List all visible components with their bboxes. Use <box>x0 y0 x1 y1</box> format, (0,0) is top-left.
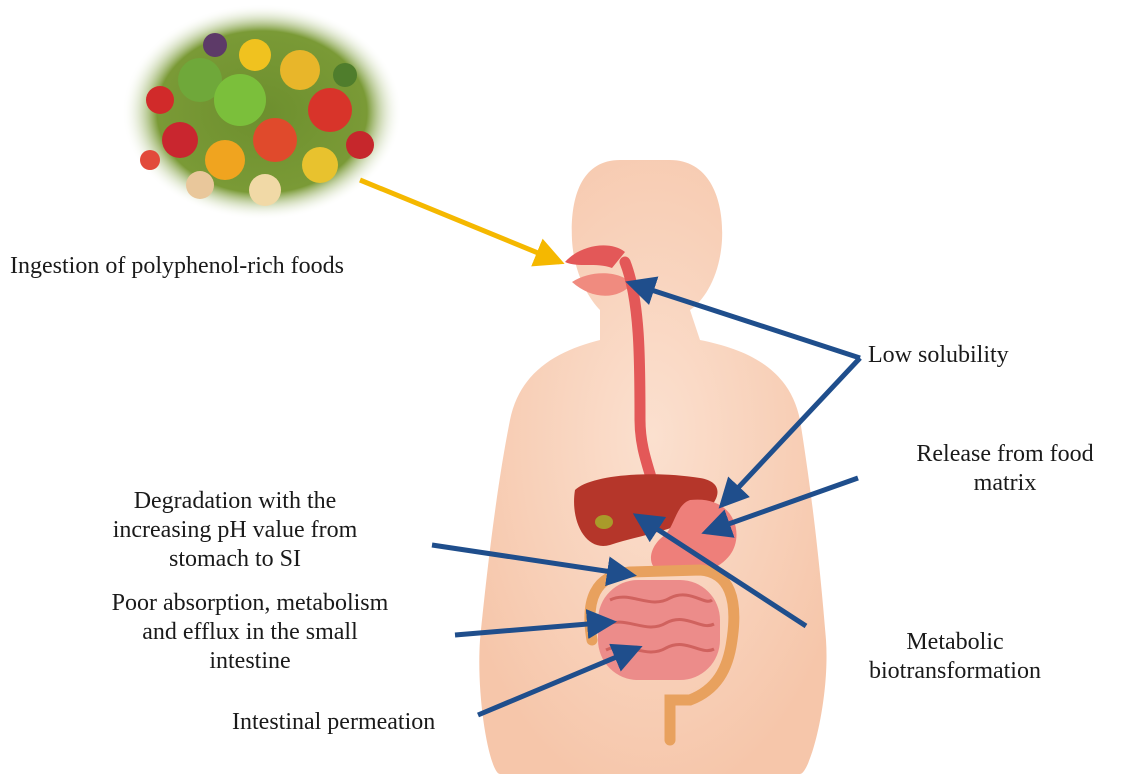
label-degradation-line2: increasing pH value from <box>85 516 385 545</box>
vegetables-and-fruits-icon <box>122 4 402 220</box>
label-low-solubility: Low solubility <box>868 341 1009 370</box>
ingestion-arrow <box>360 180 560 262</box>
small-intestine <box>598 580 720 680</box>
label-poor-absorption-line2: and efflux in the small <box>85 618 415 647</box>
label-intestinal-permeation: Intestinal permeation <box>232 708 435 737</box>
label-metabolic-biotransformation: Metabolic biotransformation <box>840 628 1070 686</box>
label-release-line2: matrix <box>905 469 1105 498</box>
label-degradation-line1: Degradation with the <box>85 487 385 516</box>
label-poor-absorption-line1: Poor absorption, metabolism <box>85 589 415 618</box>
label-degradation-line3: stomach to SI <box>85 545 385 574</box>
label-metabolic-line1: Metabolic <box>840 628 1070 657</box>
gallbladder <box>595 515 613 529</box>
label-degradation: Degradation with the increasing pH value… <box>85 487 385 574</box>
label-release-line1: Release from food <box>905 440 1105 469</box>
label-poor-absorption-line3: intestine <box>85 647 415 676</box>
label-metabolic-line2: biotransformation <box>840 657 1070 686</box>
label-ingestion: Ingestion of polyphenol-rich foods <box>10 252 344 281</box>
label-poor-absorption: Poor absorption, metabolism and efflux i… <box>85 589 415 676</box>
label-release-from-food-matrix: Release from food matrix <box>905 440 1105 498</box>
